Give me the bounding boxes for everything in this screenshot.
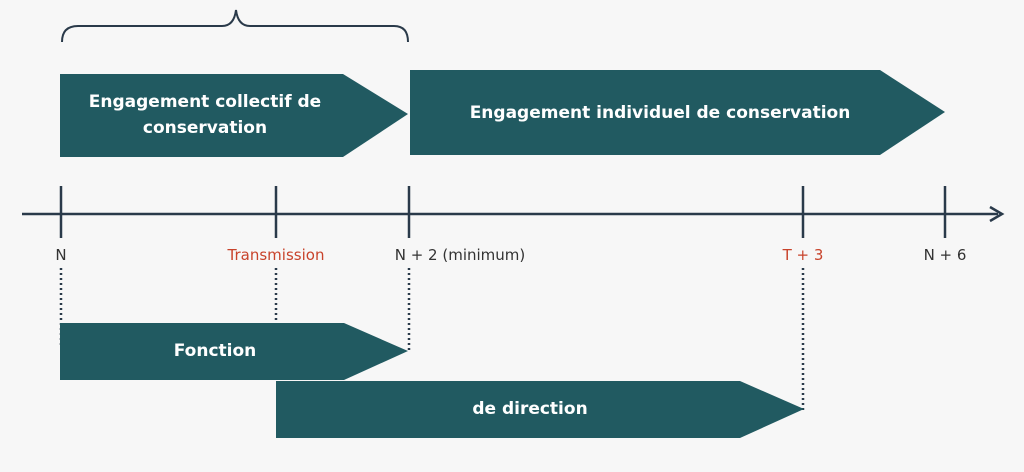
tick-label-n-plus-6: N + 6 bbox=[923, 246, 967, 264]
axis-arrowhead bbox=[989, 205, 1005, 223]
curly-brace bbox=[61, 9, 409, 43]
tick-label-t-plus-3: T + 3 bbox=[782, 246, 824, 264]
arrow-individual-label: Engagement individuel de conservation bbox=[469, 103, 851, 123]
arrow-direction-label: de direction bbox=[472, 399, 588, 419]
tick-label-n: N bbox=[55, 246, 67, 264]
arrow-collective-shape bbox=[60, 74, 408, 157]
arrow-individual-shape bbox=[410, 70, 945, 155]
arrow-collective-label: Engagement collectif de conservation bbox=[88, 92, 322, 138]
tick-label-transmission: Transmission bbox=[227, 246, 325, 264]
arrow-direction-shape bbox=[276, 381, 804, 438]
tick-label-n-plus-2: N + 2 (minimum) bbox=[394, 246, 526, 264]
arrow-fonction-shape bbox=[60, 323, 408, 380]
arrow-fonction-label: Fonction bbox=[173, 341, 257, 361]
